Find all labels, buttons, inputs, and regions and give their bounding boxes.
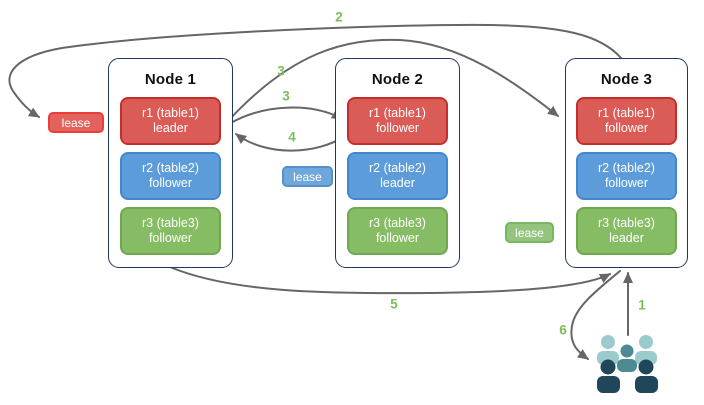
replica-name: r1 (table1): [142, 106, 199, 120]
step-label-3a: 3: [277, 63, 285, 79]
replica-name: r2 (table2): [369, 161, 426, 175]
node-2-replica-r2: r2 (table2) leader: [347, 152, 448, 200]
step-label-5: 5: [390, 296, 398, 312]
replica-role: leader: [609, 231, 644, 245]
lease-badge-r3: lease: [505, 222, 554, 243]
replica-name: r2 (table2): [142, 161, 199, 175]
node-3-replica-r3: r3 (table3) leader: [576, 207, 677, 255]
arrow-step2-node3-to-lease1: [8, 23, 622, 118]
users-group-icon: [597, 335, 658, 393]
replica-name: r1 (table1): [598, 106, 655, 120]
step-label-3b: 3: [282, 88, 290, 104]
replica-name: r2 (table2): [598, 161, 655, 175]
replica-role: follower: [148, 231, 193, 245]
replica-role: follower: [375, 231, 420, 245]
replica-name: r3 (table3): [598, 216, 655, 230]
node-1: Node 1 r1 (table1) leader r2 (table2) fo…: [108, 58, 233, 268]
node-3-replica-r2: r2 (table2) follower: [576, 152, 677, 200]
replica-role: follower: [375, 121, 420, 135]
node-2-title: Node 2: [371, 71, 424, 88]
step-label-6: 6: [559, 322, 567, 338]
replica-role: follower: [148, 176, 193, 190]
node-2-replica-r1: r1 (table1) follower: [347, 97, 448, 145]
lease-badge-r1: lease: [48, 112, 104, 133]
step-label-4: 4: [288, 129, 296, 145]
replica-role: follower: [604, 121, 649, 135]
users-dark-row: [597, 359, 658, 393]
node-2-replica-r3: r3 (table3) follower: [347, 207, 448, 255]
step-label-2: 2: [335, 9, 343, 25]
replica-name: r3 (table3): [142, 216, 199, 230]
arrow-step3-leader-to-node2: [228, 106, 343, 125]
node-3: Node 3 r1 (table1) follower r2 (table2) …: [565, 58, 688, 268]
users-light-row: [597, 335, 657, 365]
arrow-step5-node1-to-node3: [169, 266, 611, 295]
lease-badge-r2: lease: [282, 166, 333, 187]
node-1-replica-r3: r3 (table3) follower: [120, 207, 221, 255]
node-3-title: Node 3: [600, 71, 653, 88]
node-1-title: Node 1: [144, 71, 197, 88]
node-1-replica-r1: r1 (table1) leader: [120, 97, 221, 145]
node-3-replica-r1: r1 (table1) follower: [576, 97, 677, 145]
users-mid-person: [617, 344, 637, 372]
node-2: Node 2 r1 (table1) follower r2 (table2) …: [335, 58, 460, 268]
replica-role: leader: [380, 176, 415, 190]
replica-role: leader: [153, 121, 188, 135]
replica-name: r3 (table3): [369, 216, 426, 230]
step-label-1: 1: [638, 297, 646, 313]
replica-name: r1 (table1): [369, 106, 426, 120]
replica-role: follower: [604, 176, 649, 190]
node-1-replica-r2: r2 (table2) follower: [120, 152, 221, 200]
